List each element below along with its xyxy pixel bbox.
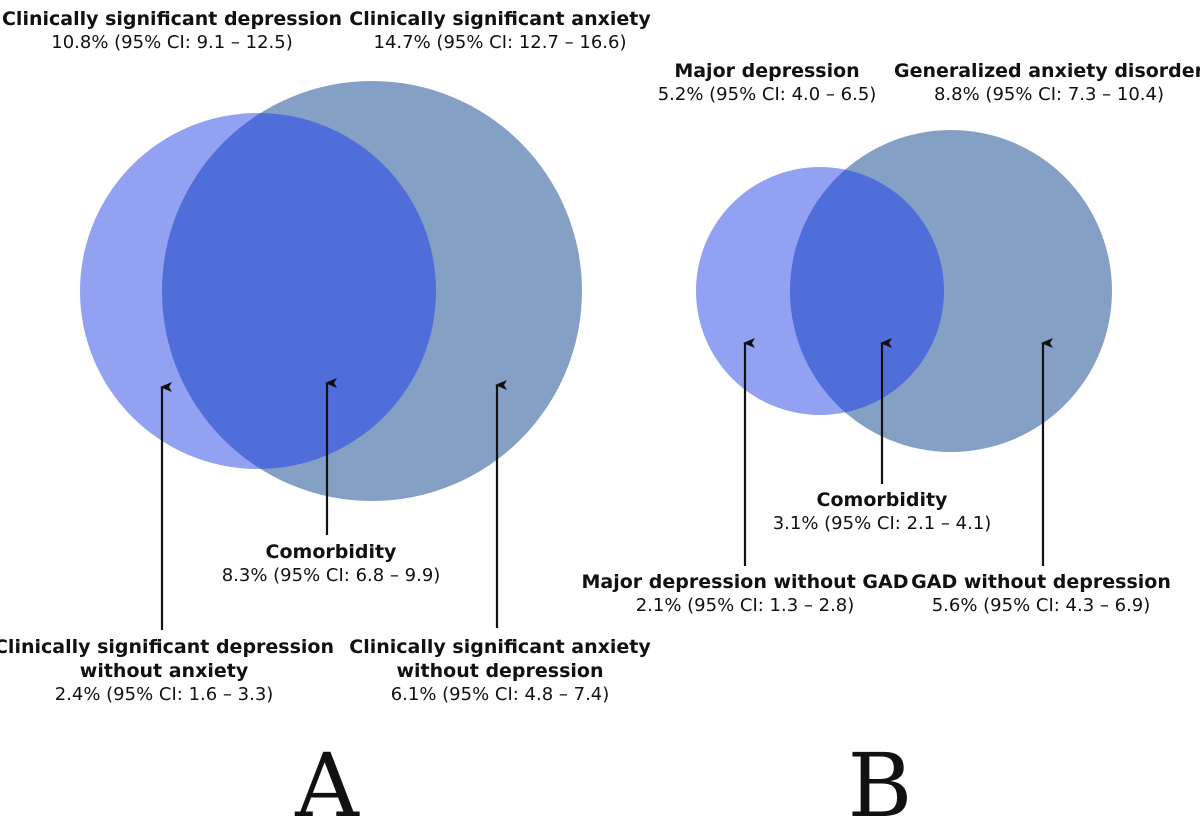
panel-b-left-set-label: Major depression 5.2% (95% CI: 4.0 – 6.5… [657, 60, 877, 105]
panel-a-left-set-label: Clinically significant depression 10.8% … [1, 8, 343, 53]
panel-a-circles [80, 81, 582, 501]
panel-a-arrows [160, 378, 507, 630]
panel-a-letter: A [295, 734, 359, 837]
panel-b-overlap-label: Comorbidity 3.1% (95% CI: 2.1 – 4.1) [772, 489, 992, 534]
panel-b-letter: B [847, 734, 913, 837]
panel-b-arrows [743, 338, 1053, 566]
panel-b-left-only-label: Major depression without GAD 2.1% (95% C… [581, 571, 909, 616]
panel-a-left-only-label: Clinically significant depression withou… [0, 636, 335, 705]
panel-b-right-set-label: Generalized anxiety disorder 8.8% (95% C… [893, 60, 1200, 105]
panel-a-right-set-label: Clinically significant anxiety 14.7% (95… [349, 8, 651, 53]
panel-b-right-only-label: GAD without depression 5.6% (95% CI: 4.3… [911, 571, 1171, 616]
panel-a-overlap-label: Comorbidity 8.3% (95% CI: 6.8 – 9.9) [221, 541, 441, 586]
panel-b-circles [696, 130, 1112, 452]
panel-a-right-only-label: Clinically significant anxiety without d… [349, 636, 651, 705]
